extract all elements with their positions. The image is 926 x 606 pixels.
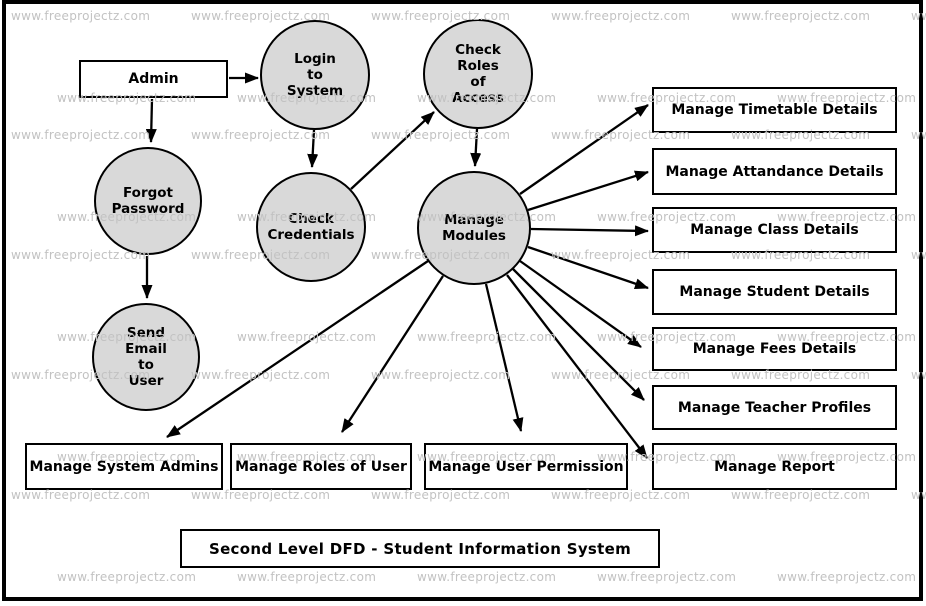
arrow-check-roles-to-manage-modules [470, 128, 482, 167]
store-manage-system-admins: Manage System Admins [25, 443, 223, 490]
store-manage-class-details: Manage Class Details [652, 207, 897, 253]
store-manage-teacher-profiles: Manage Teacher Profiles [652, 385, 897, 430]
arrow-admin-to-forgot-password [145, 98, 157, 143]
arrow-modules-to-roles-of-user [341, 275, 444, 433]
store-manage-system-admins-label: Manage System Admins [29, 458, 219, 475]
process-forgot-password: Forgot Password [94, 147, 202, 255]
store-manage-teacher-profiles-label: Manage Teacher Profiles [677, 399, 872, 416]
arrow-modules-to-user-permission [484, 283, 524, 432]
process-check-credentials: Check Credentials [256, 172, 366, 282]
arrow-modules-to-timetable [519, 104, 649, 195]
process-manage-modules-label: Manage Modules [442, 212, 506, 244]
diagram-title: Second Level DFD - Student Information S… [208, 539, 632, 558]
arrow-modules-to-student [527, 245, 649, 290]
arrow-modules-to-attendance [527, 170, 649, 212]
arrow-login-to-check-credentials [307, 129, 319, 168]
store-manage-fees-details: Manage Fees Details [652, 327, 897, 371]
store-manage-fees-details-label: Manage Fees Details [692, 341, 857, 357]
arrow-modules-to-fees [519, 260, 642, 348]
process-send-email-to-user: Send Email to User [92, 303, 200, 411]
arrow-check-credentials-to-check-roles [350, 111, 435, 190]
store-manage-timetable-details-label: Manage Timetable Details [671, 102, 878, 118]
store-manage-student-details-label: Manage Student Details [679, 284, 870, 300]
arrow-modules-to-system-admins [166, 260, 429, 438]
process-login-to-system: Login to System [260, 20, 370, 130]
process-check-roles-of-access: Check Roles of Access [423, 19, 533, 129]
process-check-credentials-label: Check Credentials [267, 211, 355, 243]
arrow-modules-to-teacher [512, 268, 645, 401]
entity-admin: Admin [79, 60, 228, 98]
store-manage-report: Manage Report [652, 443, 897, 490]
arrow-modules-to-class [530, 225, 649, 237]
diagram-title-box: Second Level DFD - Student Information S… [180, 529, 660, 568]
store-manage-roles-of-user-label: Manage Roles of User [235, 458, 407, 475]
store-manage-class-details-label: Manage Class Details [690, 222, 859, 238]
store-manage-attendance-details-label: Manage Attandance Details [665, 163, 884, 180]
process-send-email-to-user-label: Send Email to User [125, 325, 167, 389]
process-login-to-system-label: Login to System [286, 51, 344, 99]
store-manage-attendance-details: Manage Attandance Details [652, 148, 897, 195]
arrow-modules-to-report [506, 274, 648, 459]
process-forgot-password-label: Forgot Password [111, 185, 185, 217]
store-manage-roles-of-user: Manage Roles of User [230, 443, 412, 490]
entity-admin-label: Admin [128, 71, 179, 87]
process-check-roles-of-access-label: Check Roles of Access [452, 42, 504, 106]
store-manage-report-label: Manage Report [714, 458, 835, 475]
store-manage-student-details: Manage Student Details [652, 269, 897, 315]
store-manage-user-permission: Manage User Permission [424, 443, 628, 490]
store-manage-timetable-details: Manage Timetable Details [652, 87, 897, 133]
process-manage-modules: Manage Modules [417, 171, 531, 285]
store-manage-user-permission-label: Manage User Permission [428, 458, 624, 475]
